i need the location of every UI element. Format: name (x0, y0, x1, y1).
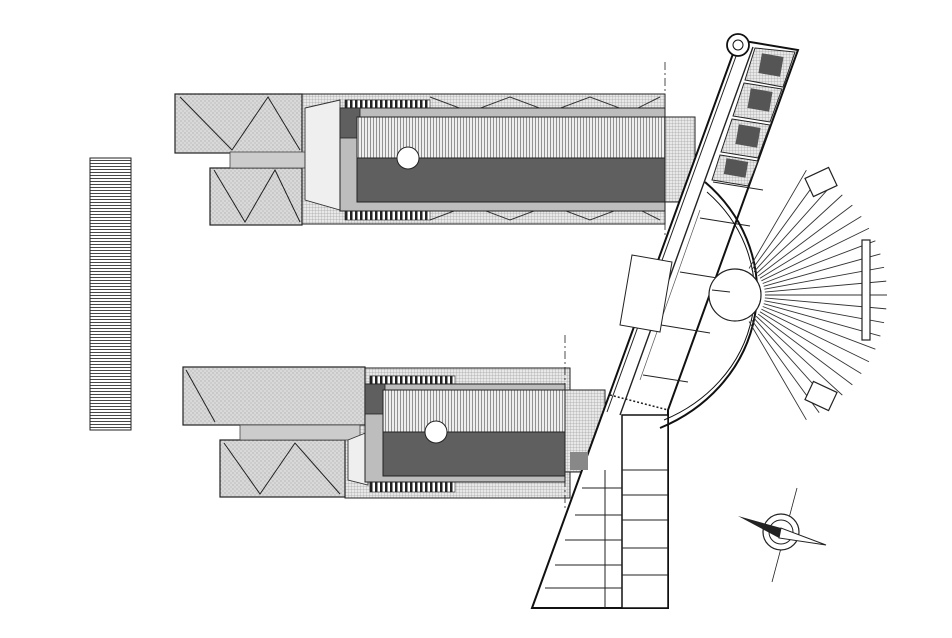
lower-wing-block-top (182, 366, 366, 426)
stair-tread (762, 240, 876, 284)
stair-tread (755, 194, 843, 275)
auditorium-buttress (804, 166, 838, 198)
upper-wing-zigzag-bottom (213, 168, 301, 223)
spine-lower-block (621, 414, 669, 609)
spine-cross-wall (642, 374, 689, 383)
stair-tread (761, 308, 870, 363)
auditorium-end-wall (861, 239, 871, 341)
parking-strip (89, 157, 132, 431)
stair-tread (762, 306, 876, 350)
stair-tread (761, 227, 870, 282)
spine-corridor-line (639, 209, 701, 381)
lower-wing (182, 335, 606, 510)
compass-icon (738, 487, 827, 583)
auditorium-outer-wall-2 (663, 191, 755, 421)
spine-inner-wall-2 (606, 47, 740, 413)
desk-cluster (758, 53, 784, 77)
lower-wing-ramp-left (347, 431, 369, 486)
desk-cluster (723, 158, 749, 178)
spine-lower-toilets (570, 452, 588, 470)
spine-cross-wall (712, 181, 764, 191)
upper-wing (174, 62, 696, 235)
upper-wing-zigzag-top (179, 96, 301, 151)
lower-wing-hall-corner (364, 383, 386, 415)
desk-cluster (735, 124, 761, 148)
stair-tread (757, 204, 853, 277)
spine-inner-wall-1 (619, 46, 754, 416)
stair-tread (759, 311, 862, 375)
auditorium-stage-arrow (711, 289, 731, 293)
auditorium-stair-treads (748, 169, 887, 421)
lower-wing-zigzag-block (185, 369, 216, 423)
lower-wing-walkway (239, 424, 361, 441)
upper-wing-ramp-left (304, 99, 341, 211)
spine-round-tower (726, 33, 750, 57)
lower-wing-round-opening (424, 420, 448, 444)
lower-wing-hall-striped (382, 389, 566, 433)
lower-wing-zigzag-bottom (223, 442, 341, 495)
lower-wing-block-bottom (219, 439, 346, 498)
spine-cross-wall (699, 217, 751, 227)
stair-tread (751, 177, 820, 271)
spine-ramp-dotted (609, 394, 669, 411)
auditorium-stage-dash (734, 268, 762, 322)
spine-round-tower-inner (732, 39, 744, 51)
desk-cluster (747, 88, 773, 112)
lower-wing-teeth-bottom (369, 481, 456, 493)
upper-wing-block-top (174, 93, 303, 154)
stair-tread (763, 253, 881, 287)
stair-tread (753, 185, 832, 273)
spine-cross-wall (660, 324, 711, 334)
auditorium-buttress (804, 380, 838, 412)
auditorium-outer-wall (659, 181, 759, 429)
stair-tread (759, 215, 862, 279)
diagonal-spine (530, 33, 800, 609)
auditorium (659, 166, 887, 429)
stair-tread (748, 321, 807, 421)
upper-wing-block-bottom (209, 167, 303, 226)
stair-tread (748, 169, 807, 269)
stair-tread (757, 313, 853, 386)
stair-tread (755, 315, 843, 396)
stair-tread (763, 303, 881, 337)
upper-wing-round-opening (396, 146, 420, 170)
lower-wing-hall-dark (382, 431, 566, 477)
spine-entrance-porch (619, 254, 673, 333)
